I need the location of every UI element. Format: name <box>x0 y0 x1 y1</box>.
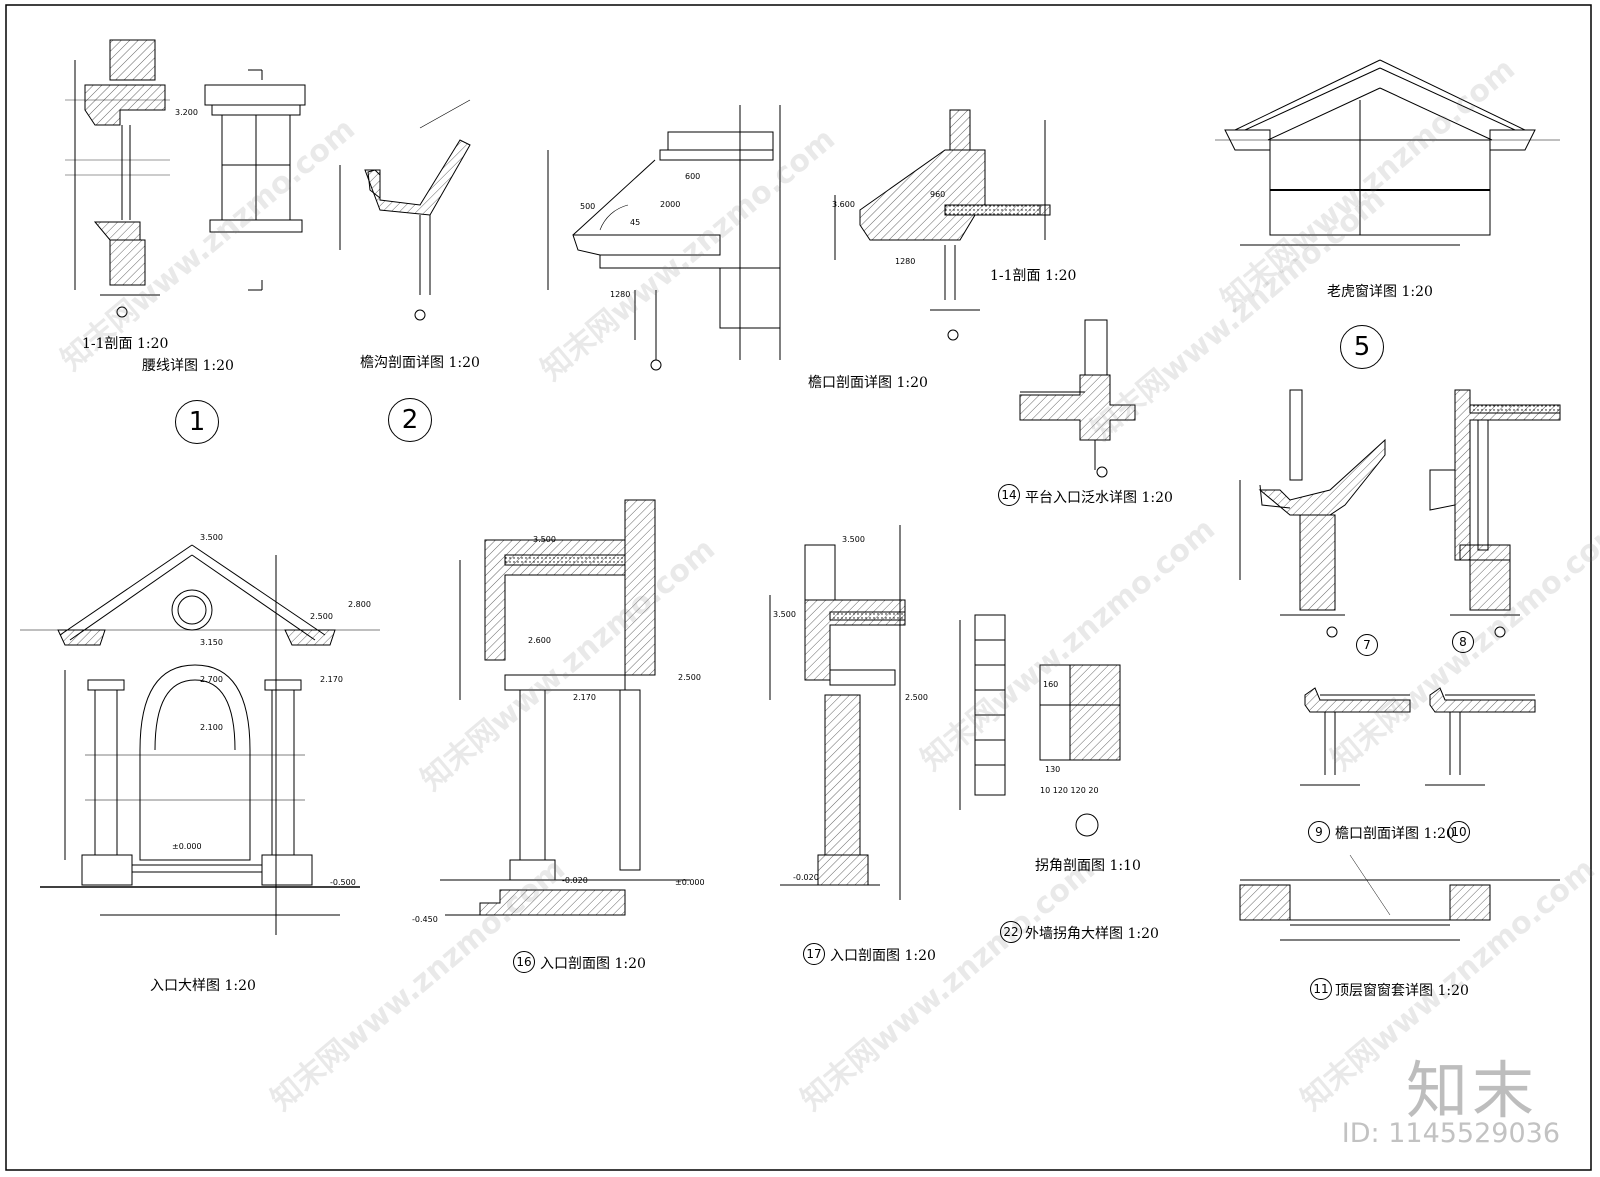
level-label: 3.500 <box>842 535 865 544</box>
detail-11-window-surround <box>1239 854 1560 941</box>
level-label: 3.500 <box>533 535 556 544</box>
detail-7-gutter <box>1239 389 1386 638</box>
caption-16-title: 入口剖面图 1:20 <box>540 956 646 972</box>
detail-number-2: 2 <box>388 398 432 442</box>
dimension-label: 130 <box>1045 765 1061 774</box>
image-id: ID: 1145529036 <box>1341 1118 1560 1149</box>
caption-entrance-title: 入口大样图 1:20 <box>150 978 256 994</box>
detail-17-entrance-section <box>769 525 906 900</box>
dimension-label: 45 <box>630 218 641 227</box>
level-label: 2.700 <box>200 675 223 684</box>
detail-10-eave <box>1425 687 1536 786</box>
entrance-elevation <box>20 544 380 935</box>
caption-1-section: 1-1剖面 1:20 <box>82 336 169 352</box>
detail-5-dormer <box>1215 59 1560 246</box>
caption-17-title: 入口剖面图 1:20 <box>830 948 936 964</box>
caption-9-10-title: 檐口剖面详图 1:20 <box>1335 826 1455 842</box>
level-label: 3.500 <box>773 610 796 619</box>
level-label: 3.200 <box>175 108 198 117</box>
level-label: 2.170 <box>320 675 343 684</box>
detail-number-5: 5 <box>1340 325 1384 369</box>
detail-3-section-1-1 <box>834 109 1051 341</box>
caption-14-title: 平台入口泛水详图 1:20 <box>1025 490 1173 506</box>
caption-3-title: 檐口剖面详图 1:20 <box>808 375 928 391</box>
brand-logo: 知末 <box>1405 1054 1538 1127</box>
detail-number-22: 22 <box>1000 921 1022 943</box>
caption-3-section: 1-1剖面 1:20 <box>990 268 1077 284</box>
detail-3-eave-section <box>547 105 781 371</box>
caption-22-title: 外墙拐角大样图 1:20 <box>1025 926 1159 942</box>
detail-number-10: 10 <box>1448 821 1470 843</box>
level-label: 2.100 <box>200 723 223 732</box>
level-label: 2.600 <box>528 636 551 645</box>
level-label: 2.170 <box>573 693 596 702</box>
level-label: 2.500 <box>310 612 333 621</box>
detail-16-entrance-section <box>440 499 690 916</box>
dimension-label: 10 120 120 20 <box>1040 786 1099 795</box>
caption-5-title: 老虎窗详图 1:20 <box>1327 284 1433 300</box>
dimension-label: 1280 <box>895 257 916 266</box>
detail-2-gutter-section <box>339 99 471 321</box>
detail-9-eave <box>1300 687 1411 786</box>
detail-number-9: 9 <box>1308 821 1330 843</box>
caption-2-title: 檐沟剖面详图 1:20 <box>360 355 480 371</box>
dimension-label: 500 <box>580 202 596 211</box>
sheet-border <box>5 4 1592 1171</box>
dimension-label: 160 <box>1043 680 1059 689</box>
detail-number-17: 17 <box>803 943 825 965</box>
level-label: -0.450 <box>412 915 438 924</box>
level-label: 3.600 <box>832 200 855 209</box>
detail-number-7: 7 <box>1356 634 1378 656</box>
level-label: ±0.000 <box>172 842 202 851</box>
detail-number-14: 14 <box>998 484 1020 506</box>
caption-11-title: 顶层窗窗套详图 1:20 <box>1335 983 1469 999</box>
dimension-label: 1280 <box>610 290 631 299</box>
detail-1-waistline-section <box>65 39 170 318</box>
detail-14-flashing <box>1019 319 1136 478</box>
level-label: 2.500 <box>905 693 928 702</box>
level-label: 3.500 <box>200 533 223 542</box>
level-label: 2.800 <box>348 600 371 609</box>
detail-number-16: 16 <box>513 951 535 973</box>
detail-number-8: 8 <box>1452 631 1474 653</box>
level-label: 2.500 <box>678 673 701 682</box>
detail-8-eave <box>1429 389 1561 638</box>
detail-number-1: 1 <box>175 400 219 444</box>
detail-22-wall-corner <box>959 614 1006 810</box>
dimension-label: 960 <box>930 190 946 199</box>
level-label: -0.500 <box>330 878 356 887</box>
level-label: ±0.000 <box>675 878 705 887</box>
detail-1-elevation <box>204 69 306 291</box>
caption-1-title: 腰线详图 1:20 <box>142 358 234 374</box>
dimension-label: 600 <box>685 172 701 181</box>
caption-corner-section: 拐角剖面图 1:10 <box>1035 858 1141 874</box>
level-label: 3.150 <box>200 638 223 647</box>
corner-section <box>1039 664 1121 837</box>
level-label: -0.020 <box>562 876 588 885</box>
detail-number-11: 11 <box>1310 978 1332 1000</box>
dimension-label: 2000 <box>660 200 681 209</box>
level-label: -0.020 <box>793 873 819 882</box>
